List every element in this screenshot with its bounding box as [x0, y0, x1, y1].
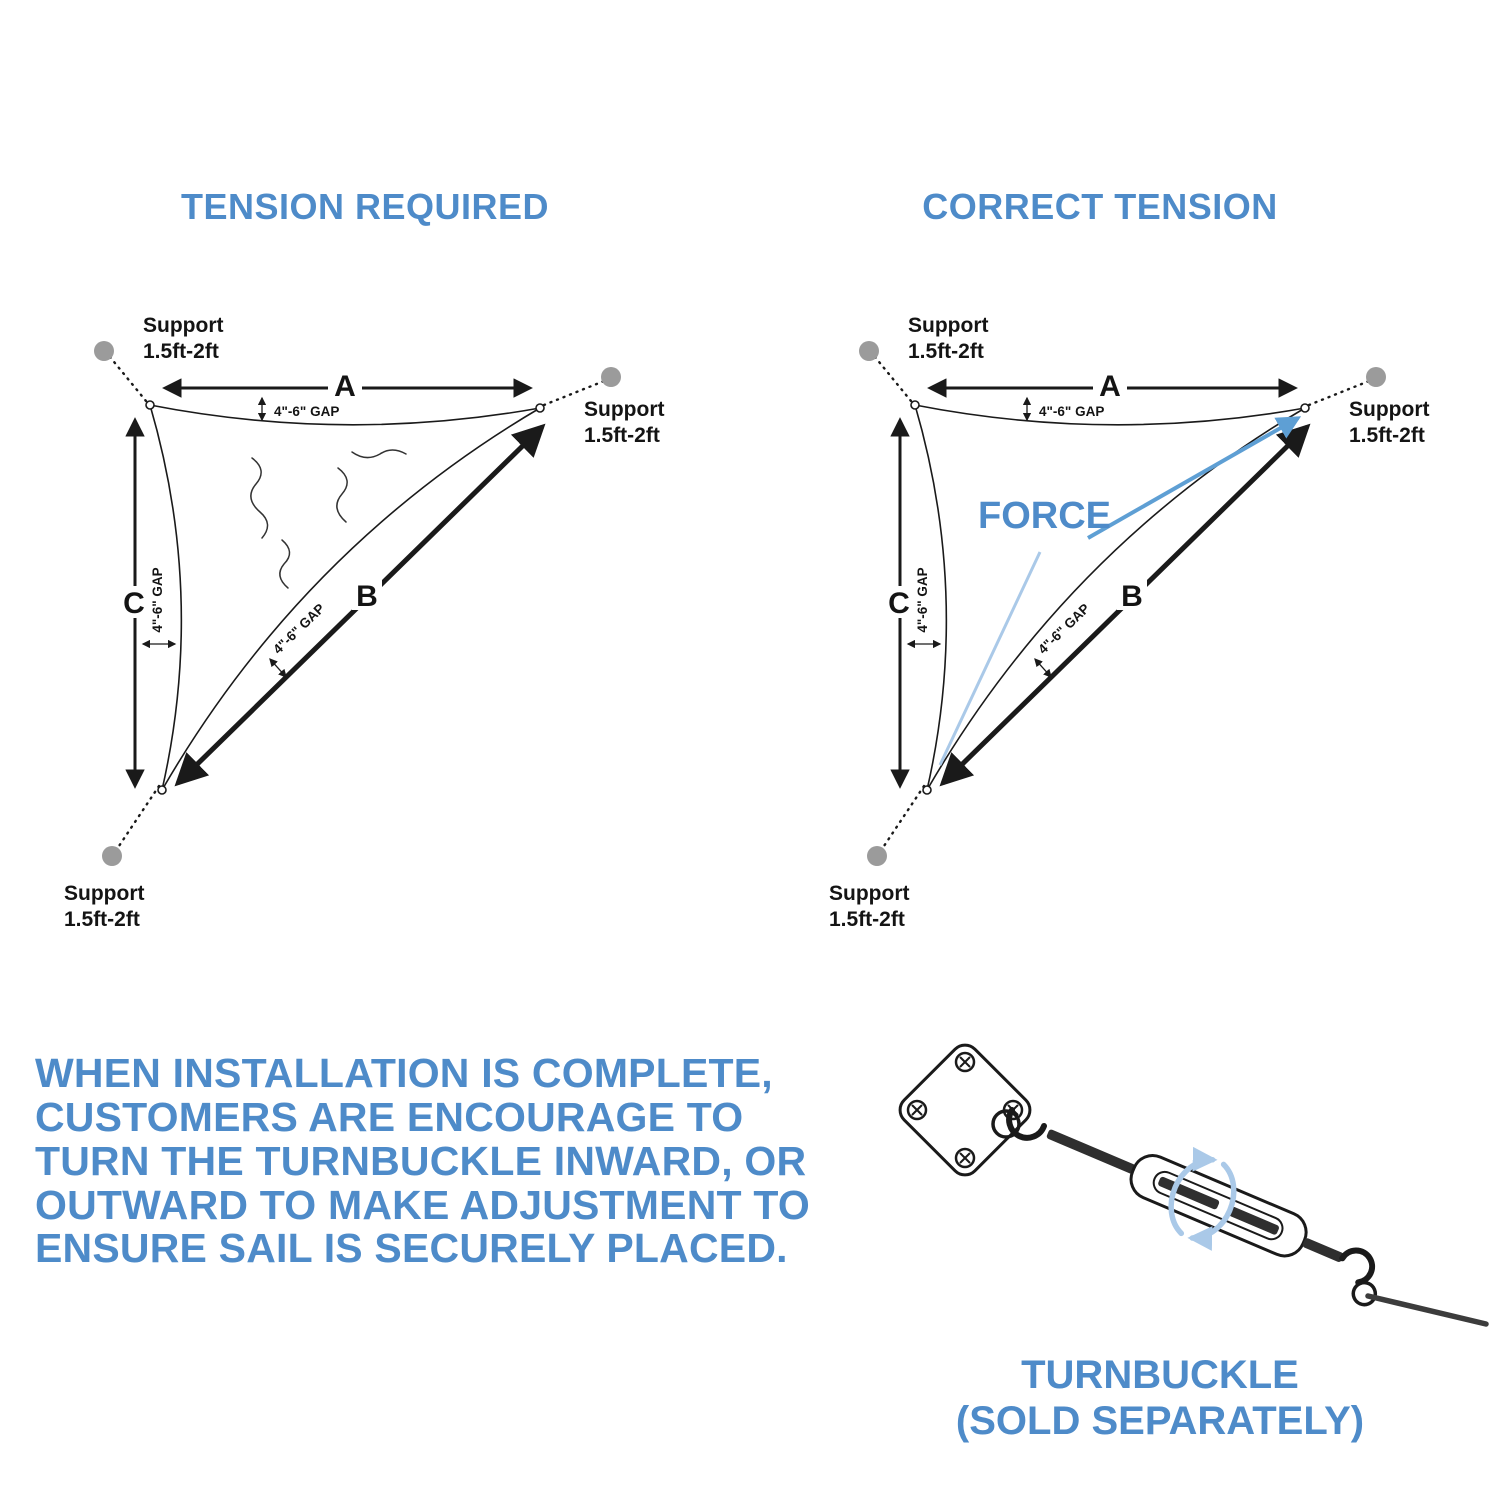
label-mask	[884, 586, 915, 618]
wall-plate	[898, 1043, 1032, 1177]
sail-corner-eyelet	[535, 403, 545, 413]
gap-label-top: 4"-6" GAP	[274, 404, 339, 419]
note-line: OUTWARD TO MAKE ADJUSTMENT TO	[35, 1181, 810, 1228]
edge-c-label: C	[123, 587, 145, 620]
support-label-line: 1.5ft-2ft	[1349, 424, 1425, 447]
label-mask	[1117, 580, 1147, 610]
screw-icon	[954, 1147, 976, 1169]
turnbuckle-caption-line: TURNBUCKLE	[1021, 1353, 1299, 1397]
support-label-bottom: Support 1.5ft-2ft	[829, 882, 909, 931]
inner-rod-right	[1229, 1206, 1279, 1235]
screw-icon	[954, 1051, 976, 1073]
support-label-line: 1.5ft-2ft	[64, 908, 140, 931]
turnbuckle-caption: TURNBUCKLE (SOLD SEPARATELY)	[880, 1352, 1440, 1444]
cable	[1365, 1293, 1489, 1327]
eye-ring	[991, 1109, 1021, 1139]
screw-icon	[906, 1099, 928, 1121]
gap-label-top: 4"-6" GAP	[1039, 404, 1104, 419]
support-anchor-dot	[1366, 367, 1386, 387]
label-mask	[1093, 370, 1127, 400]
support-label-line: Support	[143, 314, 223, 337]
support-label-line: Support	[584, 398, 664, 421]
hook-icon	[1339, 1247, 1376, 1286]
support-anchor-dot	[94, 341, 114, 361]
tether-line	[115, 784, 161, 851]
note-line: WHEN INSTALLATION IS COMPLETE,	[35, 1050, 773, 1096]
support-label-line: Support	[829, 882, 909, 905]
right-diagram-title: CORRECT TENSION	[922, 186, 1278, 227]
sail-outline	[148, 403, 541, 791]
turnbuckle-illustration	[898, 1043, 1489, 1327]
left-diagram-title: TENSION REQUIRED	[180, 186, 550, 227]
gap-arrow-b	[269, 658, 287, 678]
edge-b-label: B	[1121, 580, 1143, 613]
diagram-correct-tension: A 4"-6" GAP C 4"-6" GAP B 4"-6" GAP FORC…	[829, 314, 1429, 931]
rotation-arrow-icon	[1168, 1146, 1218, 1237]
support-label-right: Support 1.5ft-2ft	[584, 398, 664, 447]
support-label-line: 1.5ft-2ft	[584, 424, 660, 447]
tether-line	[880, 784, 926, 851]
plate-screws	[906, 1051, 1024, 1169]
turnbuckle-assembly	[1046, 1129, 1378, 1307]
label-mask	[119, 586, 150, 618]
support-label-topleft: Support 1.5ft-2ft	[143, 314, 223, 363]
gap-label-left: 4"-6" GAP	[915, 567, 930, 632]
tether-line	[873, 355, 913, 403]
support-label-line: 1.5ft-2ft	[143, 340, 219, 363]
sail-corner-eyelet	[145, 400, 155, 410]
support-label-line: Support	[64, 882, 144, 905]
gap-arrow-b	[1034, 658, 1052, 678]
support-anchor-dot	[601, 367, 621, 387]
label-mask	[328, 370, 362, 400]
tether-line	[108, 355, 148, 403]
support-label-topleft: Support 1.5ft-2ft	[908, 314, 988, 363]
support-anchor-dot	[102, 846, 122, 866]
support-label-bottom: Support 1.5ft-2ft	[64, 882, 144, 931]
sail-corner-eyelet	[922, 785, 932, 795]
note-line: TURN THE TURNBUCKLE INWARD, OR	[35, 1137, 807, 1184]
turnbuckle-caption-line: (SOLD SEPARATELY)	[955, 1399, 1365, 1443]
hook-icon	[1006, 1107, 1047, 1141]
threaded-rod	[1302, 1238, 1344, 1262]
support-anchor-dot	[859, 341, 879, 361]
support-label-right: Support 1.5ft-2ft	[1349, 398, 1429, 447]
sail-outline	[913, 403, 1306, 791]
rotation-arrow-icon	[1187, 1161, 1237, 1251]
force-arrow	[1087, 416, 1302, 540]
force-label: FORCE	[978, 495, 1111, 537]
sail-corner-eyelet	[157, 785, 167, 795]
force-line-lower	[938, 551, 1042, 766]
diagram-tension-required: A 4"-6" GAP C 4"-6" GAP B 4"-6" GAP Supp…	[64, 314, 664, 931]
sail-corner-eyelet	[910, 400, 920, 410]
threaded-rod	[1046, 1129, 1138, 1175]
gap-label-left: 4"-6" GAP	[150, 567, 165, 632]
cable-loop	[1351, 1280, 1378, 1307]
sail-corner-eyelet	[1300, 403, 1310, 413]
support-anchor-dot	[867, 846, 887, 866]
support-label-line: Support	[1349, 398, 1429, 421]
support-label-line: 1.5ft-2ft	[829, 908, 905, 931]
note-line: CUSTOMERS ARE ENCOURAGE TO	[35, 1093, 744, 1140]
note-line: ENSURE SAIL IS SECURELY PLACED.	[35, 1225, 788, 1272]
edge-a-label: A	[1099, 370, 1121, 403]
instruction-note: WHEN INSTALLATION IS COMPLETE, CUSTOMERS…	[35, 1050, 810, 1272]
edge-a-label: A	[334, 370, 356, 403]
support-label-line: 1.5ft-2ft	[908, 340, 984, 363]
label-mask	[352, 580, 382, 610]
edge-c-label: C	[888, 587, 910, 620]
edge-b-label: B	[356, 580, 378, 613]
support-label-line: Support	[908, 314, 988, 337]
